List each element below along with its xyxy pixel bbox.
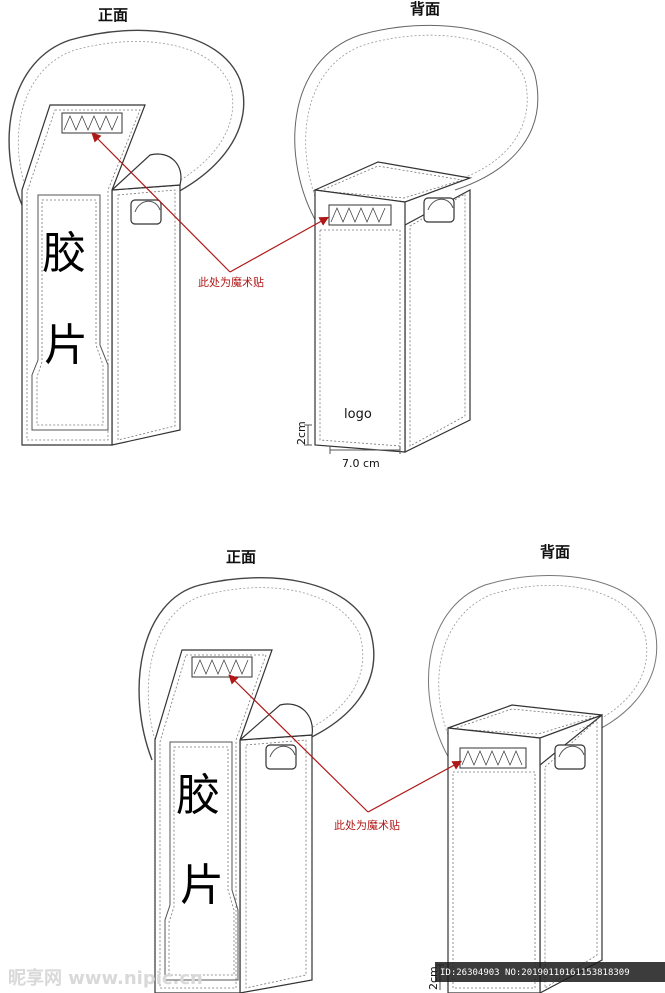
velcro-strip bbox=[61, 112, 123, 134]
front-character-2: 片 bbox=[180, 860, 224, 911]
front-bag-bottom bbox=[138, 577, 375, 993]
bag-side bbox=[404, 188, 471, 453]
velcro-strip bbox=[328, 204, 392, 226]
velcro-strip bbox=[191, 656, 253, 678]
annotation-arrow-back bbox=[229, 216, 330, 273]
strap bbox=[138, 577, 375, 761]
strap bbox=[294, 24, 539, 226]
bag-front bbox=[154, 649, 273, 993]
height-dimension: 2cm bbox=[295, 421, 308, 445]
back-view-title: 背面 bbox=[540, 543, 570, 561]
bag-back-face bbox=[314, 189, 406, 453]
window bbox=[31, 194, 109, 431]
front-view-title: 正面 bbox=[226, 548, 256, 566]
front-character-2: 片 bbox=[44, 320, 88, 371]
front-view-title: 正面 bbox=[98, 6, 128, 24]
bag-front bbox=[21, 104, 146, 446]
watermark-id-band bbox=[435, 962, 665, 982]
width-dimension: 7.0 cm bbox=[342, 457, 380, 470]
strap bbox=[428, 575, 658, 761]
watermark-id: ID:26304903 NO:20190110161153818309 bbox=[440, 968, 630, 978]
annotation-arrow-front bbox=[91, 132, 231, 273]
window bbox=[164, 741, 239, 981]
front-bag-top bbox=[8, 29, 245, 446]
logo-label: logo bbox=[344, 407, 372, 422]
velcro-annotation: 此处为魔术贴 bbox=[198, 275, 264, 289]
annotation-arrow-back bbox=[367, 760, 463, 813]
front-character-1: 胶 bbox=[176, 770, 220, 821]
bag-back-face bbox=[447, 727, 541, 993]
watermark-site: 昵享网 www.nipic.cn bbox=[8, 967, 203, 989]
strap bbox=[8, 29, 245, 206]
back-view-title: 背面 bbox=[410, 0, 440, 18]
back-bag-top bbox=[294, 24, 539, 454]
velcro-annotation: 此处为魔术贴 bbox=[334, 818, 400, 832]
annotation-arrow-front bbox=[228, 674, 369, 813]
bag-side bbox=[239, 734, 313, 993]
back-bag-bottom bbox=[428, 575, 658, 993]
front-character-1: 胶 bbox=[42, 228, 86, 279]
